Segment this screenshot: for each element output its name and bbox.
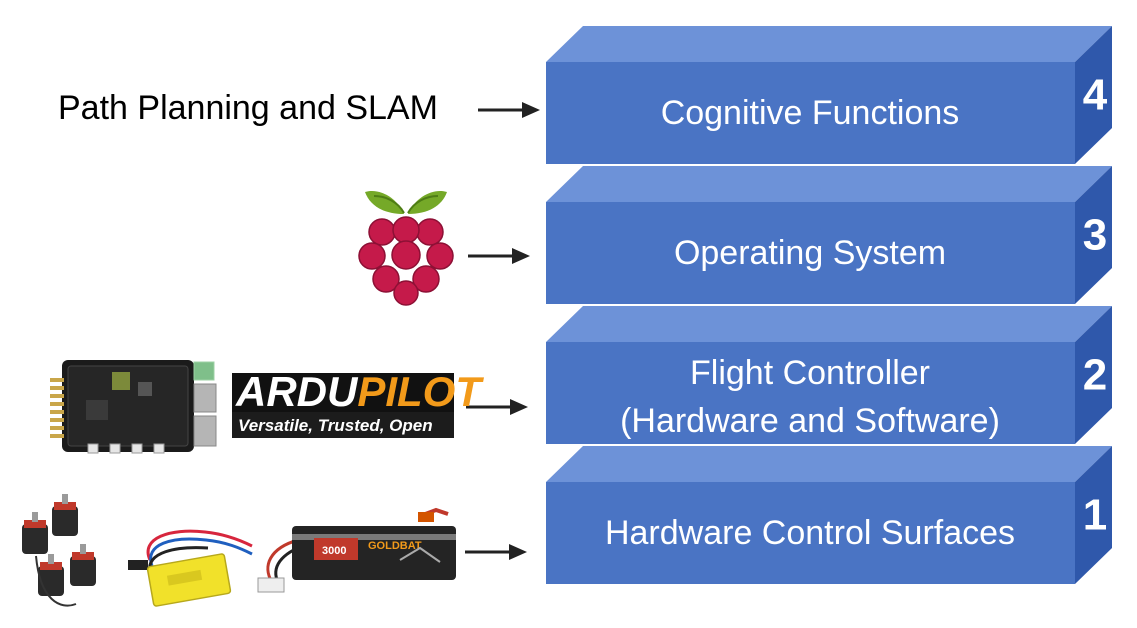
layer-2-front-face	[546, 342, 1075, 444]
layer-4-number: 4	[1083, 71, 1108, 120]
layer-3-number: 3	[1083, 211, 1107, 260]
layer-1-side-face	[1075, 446, 1112, 584]
arrow-icon	[468, 248, 530, 264]
layer-3-top-face	[546, 166, 1112, 202]
motors-icon	[22, 494, 96, 607]
layer-1-number: 1	[1083, 491, 1107, 540]
layer-4-top-face	[546, 26, 1112, 62]
layer-2-block: Flight Controller (Hardware and Software…	[546, 306, 1112, 444]
layer-1-front-face	[546, 482, 1075, 584]
layer-3-front-face	[546, 202, 1075, 304]
layer-4-side-face	[1075, 26, 1112, 164]
path-planning-label: Path Planning and SLAM	[58, 89, 438, 127]
layer-4-front-face	[546, 62, 1075, 164]
ardupilot-logo: ARDUPILOT Versatile, Trusted, Open	[232, 368, 484, 438]
layer-1-block: Hardware Control Surfaces 1	[546, 446, 1112, 584]
ardupilot-tagline: Versatile, Trusted, Open	[238, 416, 433, 435]
layer-3-title: Operating System	[674, 234, 946, 272]
layer-2-subtitle: (Hardware and Software)	[620, 402, 1000, 440]
lipo-battery-icon: 3000 GOLDBAT	[257, 507, 456, 593]
ardupilot-name: ARDUPILOT	[235, 368, 484, 415]
navio-board-icon	[50, 360, 217, 454]
layer-4-title: Cognitive Functions	[661, 94, 960, 132]
layer-2-top-face	[546, 306, 1112, 342]
layer-3-block: Operating System 3	[546, 166, 1112, 304]
arrow-icon	[466, 399, 528, 415]
arrow-icon	[465, 544, 527, 560]
layer-1-top-face	[546, 446, 1112, 482]
layer-4-block: Cognitive Functions 4	[546, 26, 1112, 164]
battery-capacity: 3000	[322, 545, 346, 557]
battery-brand: GOLDBAT	[368, 540, 422, 552]
arrow-icon	[478, 102, 540, 118]
layer-2-title: Flight Controller	[690, 354, 930, 392]
layer-3-side-face	[1075, 166, 1112, 304]
layer-2-side-face	[1075, 306, 1112, 444]
layer-1-title: Hardware Control Surfaces	[605, 514, 1015, 552]
raspberry-pi-icon	[358, 190, 454, 306]
esc-icon	[128, 529, 253, 607]
layer-2-number: 2	[1083, 351, 1107, 400]
